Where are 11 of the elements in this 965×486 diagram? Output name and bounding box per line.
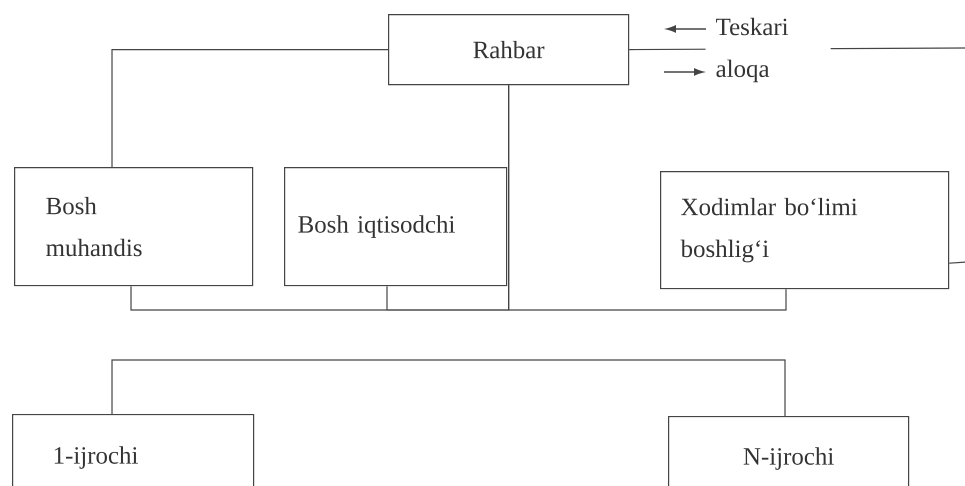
- org-box: Bosh muhandis: [14, 167, 254, 286]
- org-box: Rahbar: [388, 14, 630, 86]
- org-box: N-ijrochi: [668, 416, 910, 486]
- org-box: Xodimlar bo‘limi boshlig‘i: [660, 171, 950, 290]
- connector-line: [949, 261, 965, 264]
- edge-label: Teskari aloqa: [706, 16, 831, 84]
- org-box: 1-ijrochi: [12, 414, 254, 486]
- connector-line: [508, 85, 787, 311]
- connector-line: [111, 359, 786, 416]
- connector-line: [111, 49, 388, 167]
- org-box: Bosh iqtisodchi: [284, 167, 508, 286]
